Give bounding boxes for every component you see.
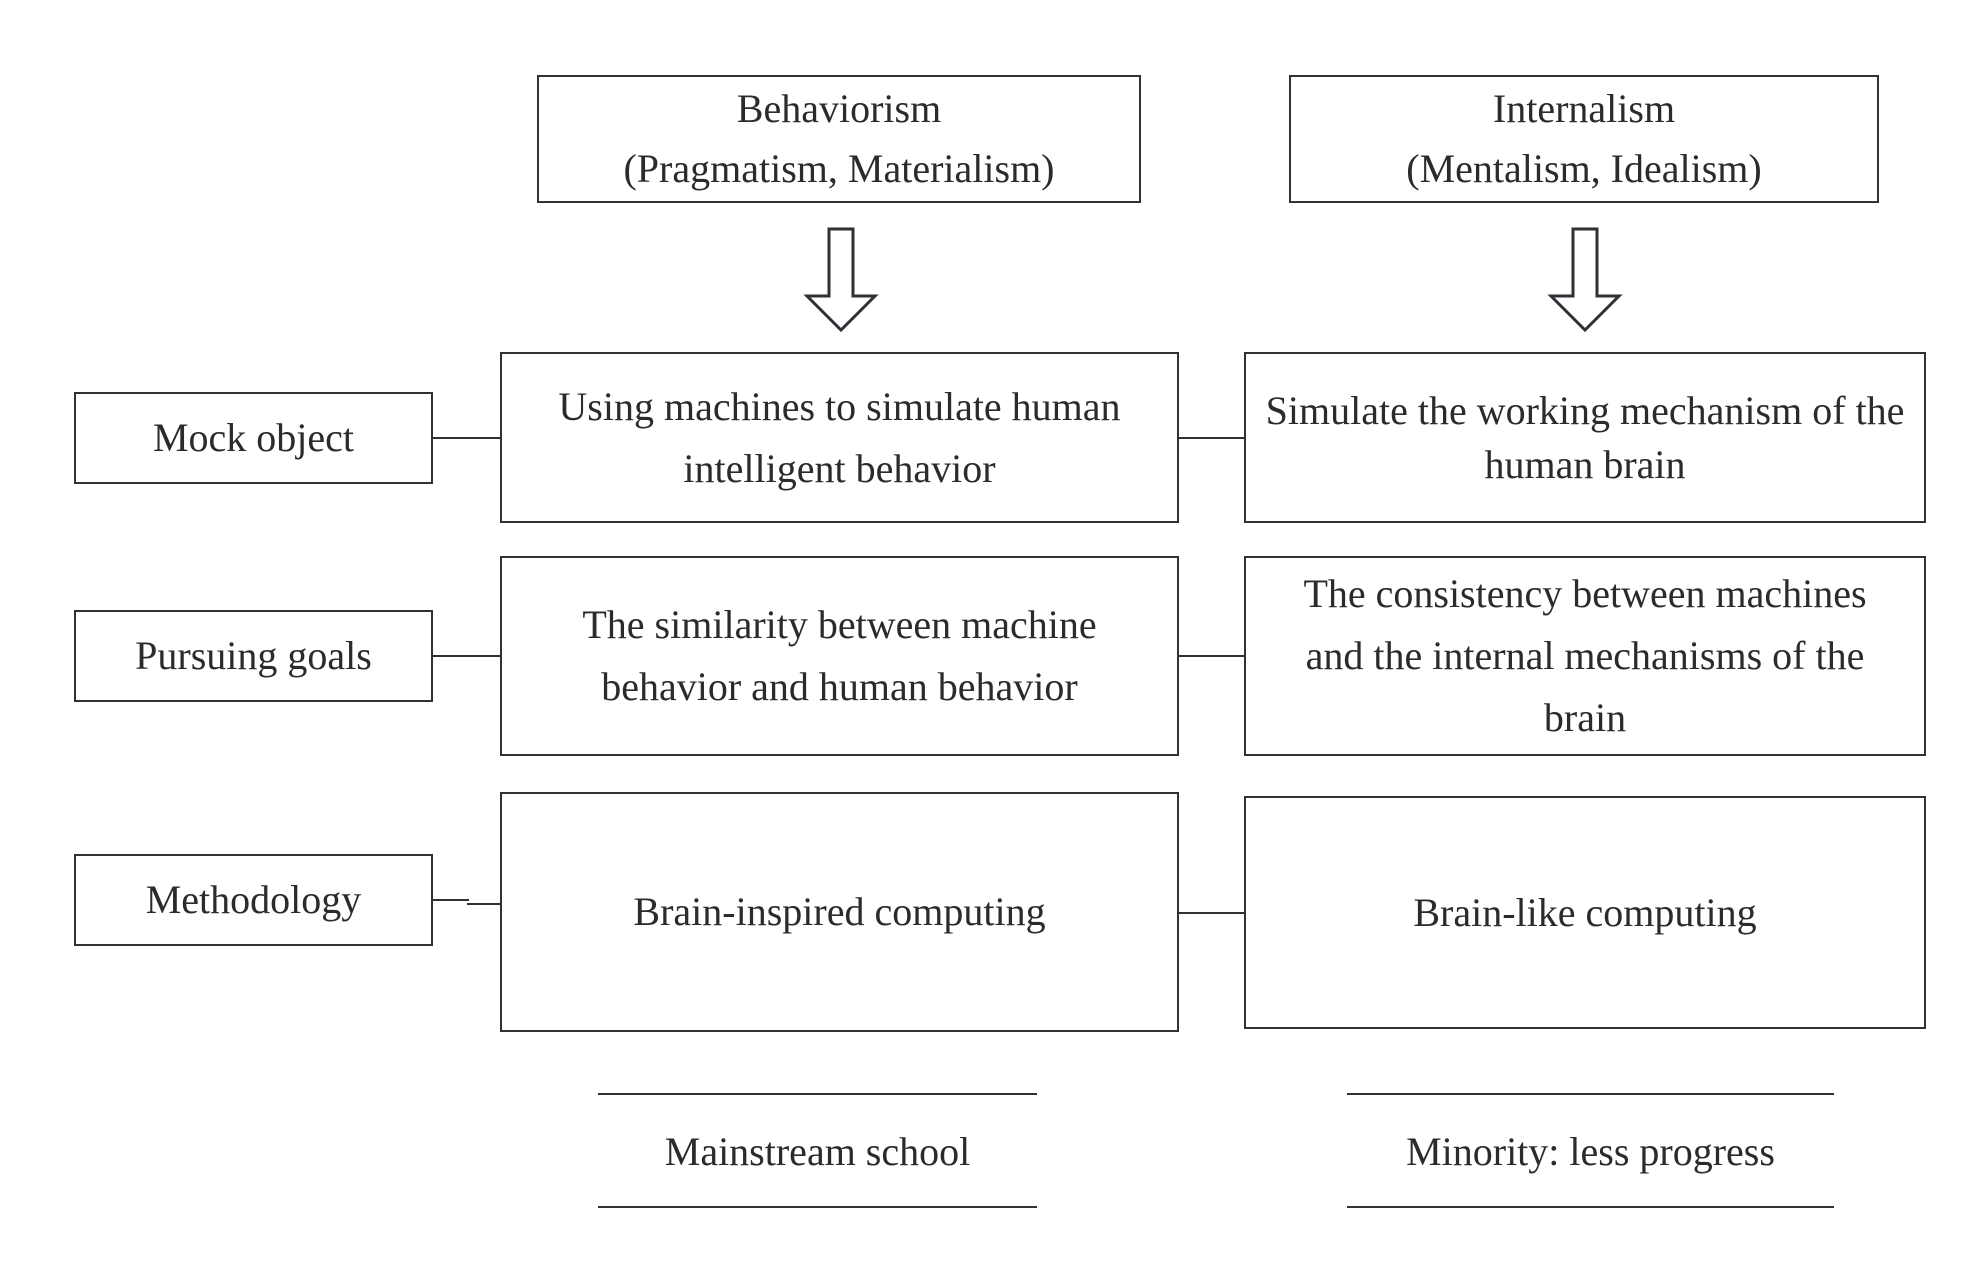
behaviorism-box: Behaviorism (Pragmatism, Materialism) [537, 75, 1141, 203]
connector-line [1179, 912, 1245, 914]
internalism-subtitle: (Mentalism, Idealism) [1406, 146, 1762, 191]
connector-line [1179, 437, 1245, 439]
behaviorism-mock-object-box: Using machines to simulate human intelli… [500, 352, 1179, 523]
footer-top-rule [598, 1093, 1037, 1095]
behaviorism-pursuing-goals-box: The similarity between machine behavior … [500, 556, 1179, 756]
connector-line [467, 903, 501, 905]
internalism-methodology-box: Brain-like computing [1244, 796, 1926, 1029]
connector-line [433, 437, 501, 439]
footer-minority: Minority: less progress [1406, 1129, 1775, 1174]
behaviorism-title: Behaviorism [736, 86, 942, 131]
down-arrow-icon [1547, 227, 1623, 333]
behaviorism-subtitle: (Pragmatism, Materialism) [623, 146, 1055, 191]
row-label-pursuing-goals: Pursuing goals [74, 610, 433, 702]
footer-bottom-rule [1347, 1206, 1834, 1208]
footer-top-rule [1347, 1093, 1834, 1095]
internalism-box: Internalism (Mentalism, Idealism) [1289, 75, 1879, 203]
down-arrow-icon [803, 227, 879, 333]
footer-mainstream-school: Mainstream school [664, 1129, 971, 1174]
connector-line [1179, 655, 1245, 657]
connector-line [433, 655, 501, 657]
behaviorism-methodology-box: Brain-inspired computing [500, 792, 1179, 1032]
connector-line [433, 899, 469, 901]
internalism-mock-object-box: Simulate the working mechanism of the hu… [1244, 352, 1926, 523]
footer-bottom-rule [598, 1206, 1037, 1208]
internalism-title: Internalism [1492, 86, 1676, 131]
row-label-methodology: Methodology [74, 854, 433, 946]
internalism-pursuing-goals-box: The consistency between machines and the… [1244, 556, 1926, 756]
row-label-mock-object: Mock object [74, 392, 433, 484]
